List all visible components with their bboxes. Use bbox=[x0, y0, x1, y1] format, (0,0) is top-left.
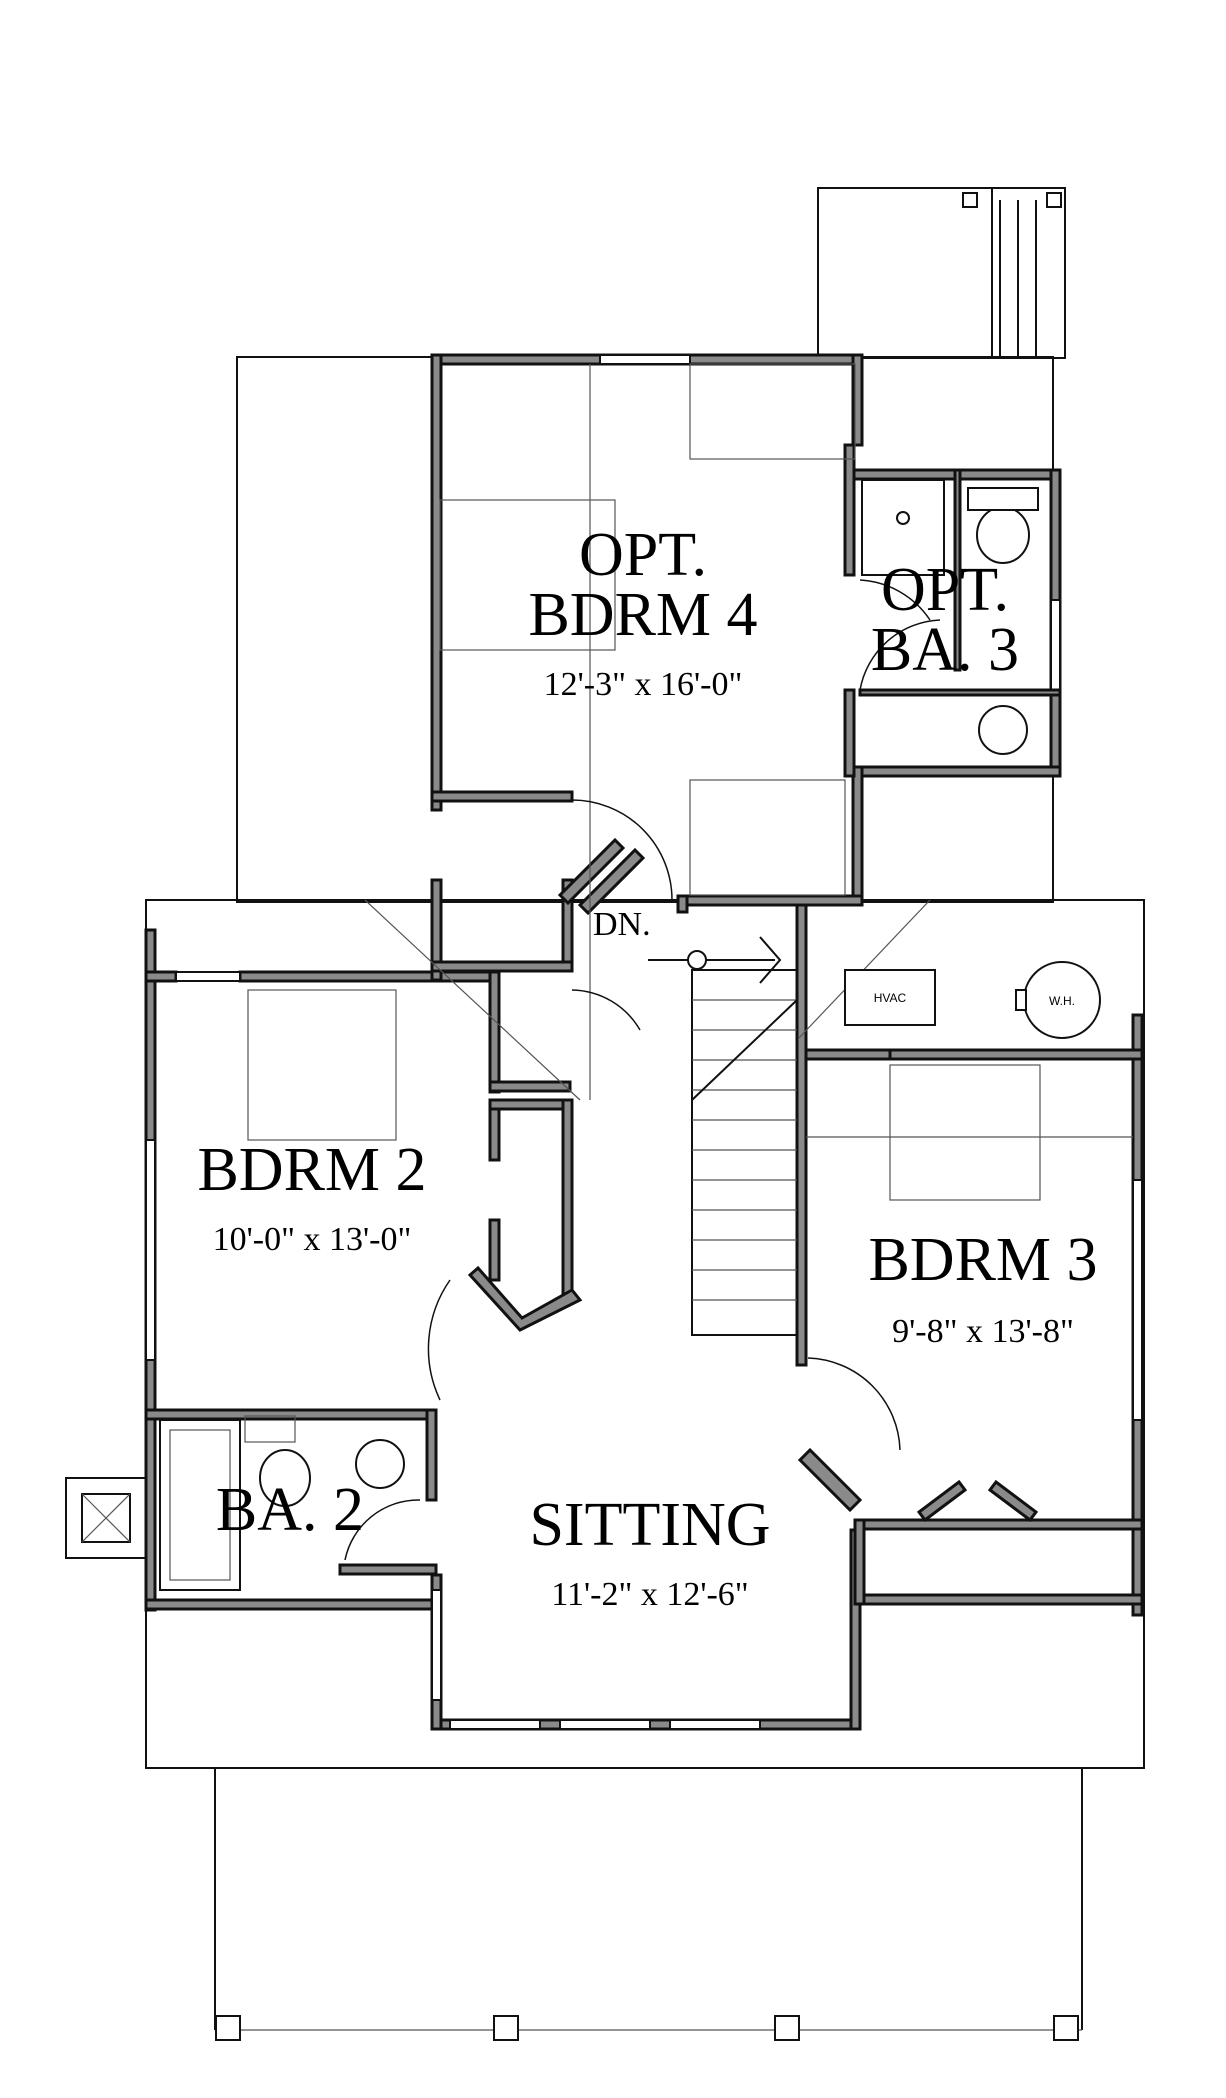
closet-diagonals bbox=[467, 837, 1039, 1523]
hvac-unit bbox=[844, 969, 936, 1026]
interior-walls bbox=[144, 443, 1144, 1606]
stair-dn-label: DN. bbox=[593, 906, 651, 943]
toilet-tank bbox=[967, 487, 1039, 511]
sitting-label: SITTING bbox=[529, 1491, 770, 1559]
window bbox=[431, 1589, 442, 1701]
window bbox=[1132, 1179, 1143, 1421]
guide-lines bbox=[244, 363, 1133, 1443]
water-heater-label: W.H. bbox=[1049, 994, 1075, 1008]
door-swing bbox=[571, 989, 641, 1031]
hvac-label: HVAC bbox=[874, 991, 907, 1005]
bdrm4-label-line1: OPT. bbox=[579, 521, 707, 589]
bdrm4-label-line2: BDRM 4 bbox=[528, 581, 757, 649]
bdrm2-label: BDRM 2 bbox=[197, 1136, 426, 1204]
porch-column bbox=[215, 2015, 241, 2041]
window bbox=[669, 1719, 761, 1730]
window bbox=[599, 354, 691, 365]
sitting-dims: 11'-2" x 12'-6" bbox=[551, 1576, 748, 1613]
window bbox=[1050, 599, 1061, 691]
door-swing bbox=[859, 579, 931, 621]
front-porch bbox=[214, 1768, 1083, 2041]
sink-icon bbox=[355, 1439, 405, 1489]
bdrm2-dims: 10'-0" x 13'-0" bbox=[213, 1221, 412, 1258]
ba3-label-line2: BA. 3 bbox=[871, 616, 1019, 684]
window bbox=[175, 971, 241, 982]
window bbox=[449, 1719, 541, 1730]
door-swing bbox=[344, 1499, 421, 1561]
bathtub bbox=[159, 1419, 241, 1591]
window bbox=[559, 1719, 651, 1730]
ba2-label: BA. 2 bbox=[216, 1476, 364, 1544]
toilet-icon bbox=[259, 1449, 311, 1507]
door-swing bbox=[807, 1357, 901, 1451]
shower bbox=[861, 479, 945, 576]
windows bbox=[145, 354, 1143, 1730]
staircase bbox=[648, 936, 798, 1336]
bathroom-fixtures bbox=[159, 479, 1039, 1591]
stair-start-circle bbox=[687, 950, 707, 970]
door-swing bbox=[571, 799, 673, 901]
ba3-label-line1: OPT. bbox=[881, 556, 1009, 624]
door-swing bbox=[859, 619, 941, 691]
porch-column bbox=[774, 2015, 800, 2041]
bdrm3-label: BDRM 3 bbox=[868, 1226, 1097, 1294]
bdrm4-dims: 12'-3" x 16'-0" bbox=[544, 666, 743, 703]
bdrm3-dims: 9'-8" x 13'-8" bbox=[892, 1313, 1074, 1350]
room-labels: OPT. BDRM 4 12'-3" x 16'-0" OPT. BA. 3 D… bbox=[197, 521, 1097, 1613]
toilet-icon bbox=[976, 506, 1030, 564]
stair-arrow-icon bbox=[759, 936, 782, 984]
doors bbox=[344, 579, 941, 1561]
porch-column bbox=[1053, 2015, 1079, 2041]
window bbox=[145, 1139, 156, 1361]
shower-drain-icon bbox=[896, 511, 910, 525]
door-swing bbox=[427, 1279, 451, 1401]
sink-icon bbox=[978, 705, 1028, 755]
chimney bbox=[65, 1477, 147, 1559]
mechanical: HVAC W.H. bbox=[844, 961, 1101, 1039]
porch-column bbox=[493, 2015, 519, 2041]
